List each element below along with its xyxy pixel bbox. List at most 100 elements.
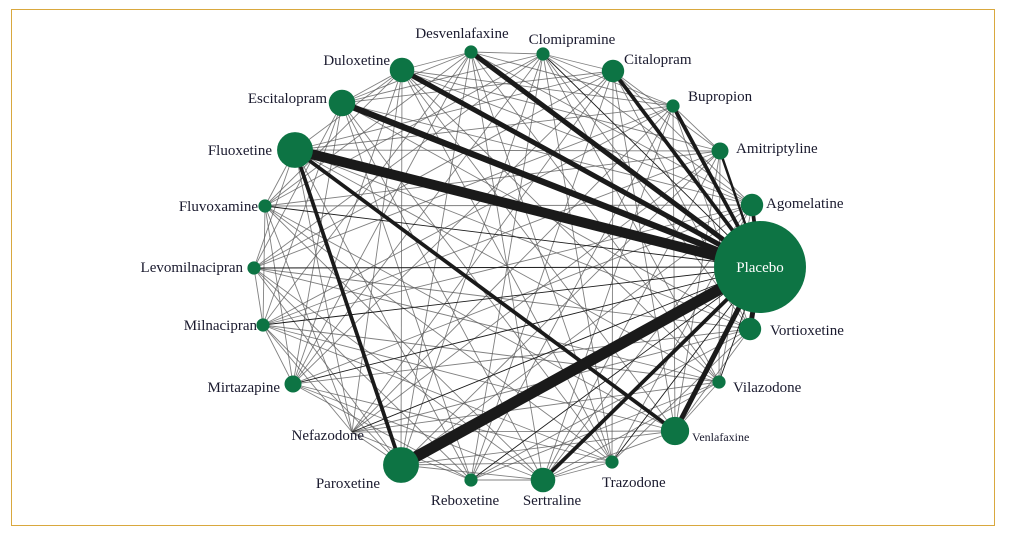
edge-levomilnacipran-fluoxetine [253, 149, 296, 269]
edge-levomilnacipran-placebo [253, 266, 761, 269]
node-label-mirtazapine: Mirtazapine [208, 380, 281, 396]
node-bupropion [666, 99, 680, 113]
edge-mirtazapine-fluvoxamine [264, 205, 294, 385]
edge-trazodone-paroxetine [400, 461, 613, 466]
node-vortioxetine [738, 317, 762, 341]
edge-bupropion-milnacipran [262, 105, 674, 326]
edge-citalopram-venlafaxine [612, 70, 676, 432]
node-escitalopram [328, 89, 356, 117]
node-placebo [714, 221, 806, 313]
edge-duloxetine-placebo [400, 67, 762, 270]
edge-clomipramine-trazodone [542, 53, 613, 463]
edge-desvenlafaxine-vilazodone [470, 51, 720, 383]
edge-nefazodone-duloxetine [351, 69, 403, 433]
node-label-duloxetine: Duloxetine [323, 53, 390, 69]
node-vilazodone [712, 375, 726, 389]
edge-milnacipran-levomilnacipran [253, 267, 264, 326]
edge-sertraline-paroxetine [400, 464, 544, 481]
edge-clomipramine-reboxetine [470, 53, 544, 481]
edge-clomipramine-citalopram [542, 53, 614, 72]
node-paroxetine [383, 447, 419, 483]
node-label-sertraline: Sertraline [523, 493, 582, 509]
edge-citalopram-agomelatine [612, 70, 753, 206]
node-clomipramine [536, 47, 550, 61]
node-label-vortioxetine: Vortioxetine [770, 323, 844, 339]
edge-fluoxetine-venlafaxine [293, 148, 677, 433]
nodes-layer [247, 45, 806, 493]
node-fluvoxamine [258, 199, 272, 213]
node-label-nefazodone: Nefazodone [292, 428, 365, 444]
edge-venlafaxine-nefazodone [351, 430, 676, 433]
edge-trazodone-duloxetine [401, 69, 613, 463]
node-label-placebo: Placebo [736, 260, 783, 276]
node-label-escitalopram: Escitalopram [248, 91, 327, 107]
edge-mirtazapine-milnacipran [262, 324, 294, 385]
edge-milnacipran-fluvoxamine [262, 205, 266, 326]
edge-paroxetine-levomilnacipran [253, 267, 402, 466]
edge-fluvoxamine-duloxetine [264, 69, 403, 207]
edge-desvenlafaxine-fluvoxamine [264, 51, 472, 207]
edge-sertraline-mirtazapine [292, 383, 544, 481]
edge-vilazodone-milnacipran [262, 324, 720, 383]
edge-bupropion-duloxetine [401, 69, 674, 107]
edge-reboxetine-placebo [470, 266, 761, 481]
edge-clomipramine-levomilnacipran [253, 53, 544, 269]
edge-clomipramine-vortioxetine [542, 53, 751, 330]
edge-venlafaxine-milnacipran [262, 324, 676, 432]
node-label-clomipramine: Clomipramine [529, 32, 616, 48]
node-milnacipran [256, 318, 270, 332]
node-desvenlafaxine [464, 45, 478, 59]
edge-reboxetine-mirtazapine [292, 383, 472, 481]
node-label-trazodone: Trazodone [602, 475, 666, 491]
node-reboxetine [464, 473, 478, 487]
node-label-milnacipran: Milnacipran [184, 318, 258, 334]
edge-amitriptyline-fluvoxamine [264, 150, 721, 207]
edge-citalopram-mirtazapine [292, 70, 614, 385]
node-mirtazapine [284, 375, 302, 393]
edge-venlafaxine-paroxetine [400, 430, 676, 466]
edge-vortioxetine-trazodone [611, 328, 751, 463]
edge-trazodone-fluvoxamine [264, 205, 613, 463]
edge-sertraline-fluvoxamine [264, 205, 544, 481]
edge-clomipramine-placebo [542, 53, 761, 268]
edge-mirtazapine-escitalopram [292, 102, 343, 385]
figure-frame [11, 9, 995, 526]
edge-trazodone-milnacipran [262, 324, 613, 463]
edge-desvenlafaxine-milnacipran [262, 51, 472, 326]
node-label-levomilnacipran: Levomilnacipran [141, 260, 244, 276]
node-label-bupropion: Bupropion [688, 89, 753, 105]
edge-citalopram-levomilnacipran [253, 70, 614, 269]
node-label-fluvoxamine: Fluvoxamine [179, 199, 259, 215]
edge-desvenlafaxine-paroxetine [400, 51, 472, 466]
node-citalopram [601, 59, 625, 83]
edge-agomelatine-milnacipran [262, 204, 753, 326]
node-label-reboxetine: Reboxetine [431, 493, 500, 509]
node-label-paroxetine: Paroxetine [316, 476, 380, 492]
edge-citalopram-fluoxetine [294, 70, 614, 151]
node-agomelatine [740, 193, 764, 217]
edges-layer [253, 49, 763, 482]
node-label-vilazodone: Vilazodone [733, 380, 802, 396]
edge-sertraline-placebo [541, 265, 762, 482]
edge-milnacipran-escitalopram [262, 102, 343, 326]
node-trazodone [605, 455, 619, 469]
node-levomilnacipran [247, 261, 261, 275]
node-sertraline [530, 467, 556, 493]
edge-citalopram-escitalopram [341, 70, 614, 104]
node-label-citalopram: Citalopram [624, 52, 692, 68]
edge-desvenlafaxine-clomipramine [470, 51, 544, 55]
edge-vilazodone-duloxetine [401, 69, 720, 383]
edge-amitriptyline-duloxetine [401, 69, 721, 152]
edge-citalopram-amitriptyline [612, 70, 721, 152]
edge-venlafaxine-duloxetine [401, 69, 676, 432]
edge-fluoxetine-placebo [293, 145, 762, 272]
node-label-agomelatine: Agomelatine [766, 196, 844, 212]
edge-nefazodone-placebo [351, 266, 761, 433]
edge-nefazodone-milnacipran [262, 324, 353, 433]
edge-amitriptyline-fluoxetine [294, 149, 721, 152]
edge-agomelatine-duloxetine [401, 69, 753, 206]
edge-fluvoxamine-placebo [264, 205, 761, 268]
edge-clomipramine-escitalopram [341, 53, 544, 104]
